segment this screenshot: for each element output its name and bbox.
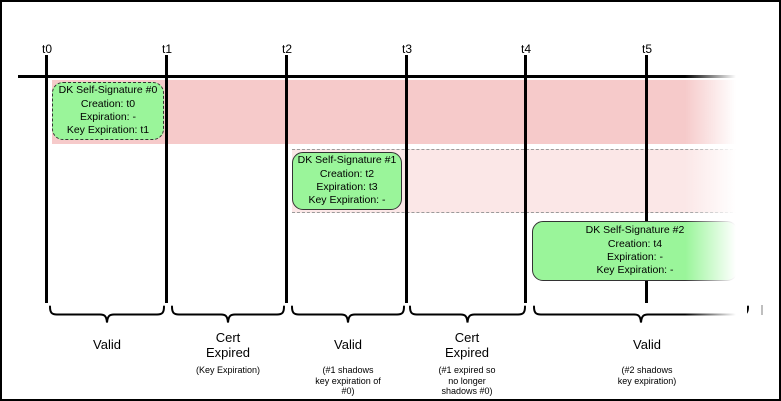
tick-line-t1: [165, 55, 168, 303]
segment-label: Valid: [334, 337, 362, 353]
signature-title: DK Self-Signature #2: [585, 224, 685, 237]
tick-line-t3: [405, 55, 408, 303]
segment-note: (#2 shadows key expiration): [617, 365, 677, 386]
segment-label: Cert Expired: [205, 330, 251, 360]
signature-title: DK Self-Signature #0: [58, 84, 158, 97]
segment-brace: [171, 305, 285, 323]
segment-braces: [49, 305, 749, 323]
signature-expiration: Expiration: -: [79, 111, 137, 123]
signature-expiration: Expiration: -: [606, 251, 664, 263]
signature-creation: Creation: t0: [80, 97, 136, 110]
signature-key-expiration: Key Expiration: t1: [66, 124, 150, 137]
signature-key-expiration: Key Expiration: -: [596, 264, 674, 277]
signature-key-expiration: Key Expiration: -: [308, 194, 386, 207]
signature-title: DK Self-Signature #1: [297, 154, 397, 167]
segment-label: Cert Expired: [444, 330, 490, 360]
tick-line-t2: [285, 55, 288, 303]
segment-cert-expired-2: Cert Expired (#1 expired so no longer sh…: [402, 330, 532, 397]
segment-brace: [49, 305, 165, 323]
segment-note: (#1 expired so no longer shadows #0): [438, 365, 496, 397]
segment-valid-2: Valid (#1 shadows key expiration of #0): [283, 331, 413, 397]
tick-label-t0: t0: [41, 42, 52, 56]
tick-label-t5: t5: [641, 42, 652, 56]
segment-cert-expired-1: Cert Expired (Key Expiration): [163, 330, 293, 376]
signature-creation: Creation: t2: [319, 167, 375, 180]
tick-line-t4: [524, 55, 527, 303]
signature-creation: Creation: t4: [607, 237, 663, 250]
tick-label-t2: t2: [281, 42, 292, 56]
tick-label-t1: t1: [161, 42, 172, 56]
segment-brace: [409, 305, 526, 323]
segment-note: (#1 shadows key expiration of #0): [315, 365, 381, 397]
segment-label: Valid: [633, 337, 661, 353]
tick-line-t0: [45, 55, 48, 303]
tick-line-t5: [645, 55, 648, 303]
segment-valid-3: Valid (#2 shadows key expiration): [582, 331, 712, 386]
segment-brace: [291, 305, 405, 323]
segment-brace: [533, 305, 749, 323]
tick-label-t4: t4: [520, 42, 531, 56]
signature-card-1: DK Self-Signature #1 Creation: t2 Expira…: [292, 152, 402, 210]
signature-card-2: DK Self-Signature #2 Creation: t4 Expira…: [532, 221, 738, 281]
time-axis: [18, 75, 737, 78]
tick-label-t3: t3: [401, 42, 412, 56]
faded-brace-end: [761, 305, 763, 315]
signature-card-0: DK Self-Signature #0 Creation: t0 Expira…: [52, 82, 164, 140]
signature-expiration: Expiration: t3: [316, 181, 378, 193]
segment-valid-1: Valid: [42, 331, 172, 365]
segment-note: (Key Expiration): [195, 365, 261, 376]
segment-label: Valid: [93, 337, 121, 353]
